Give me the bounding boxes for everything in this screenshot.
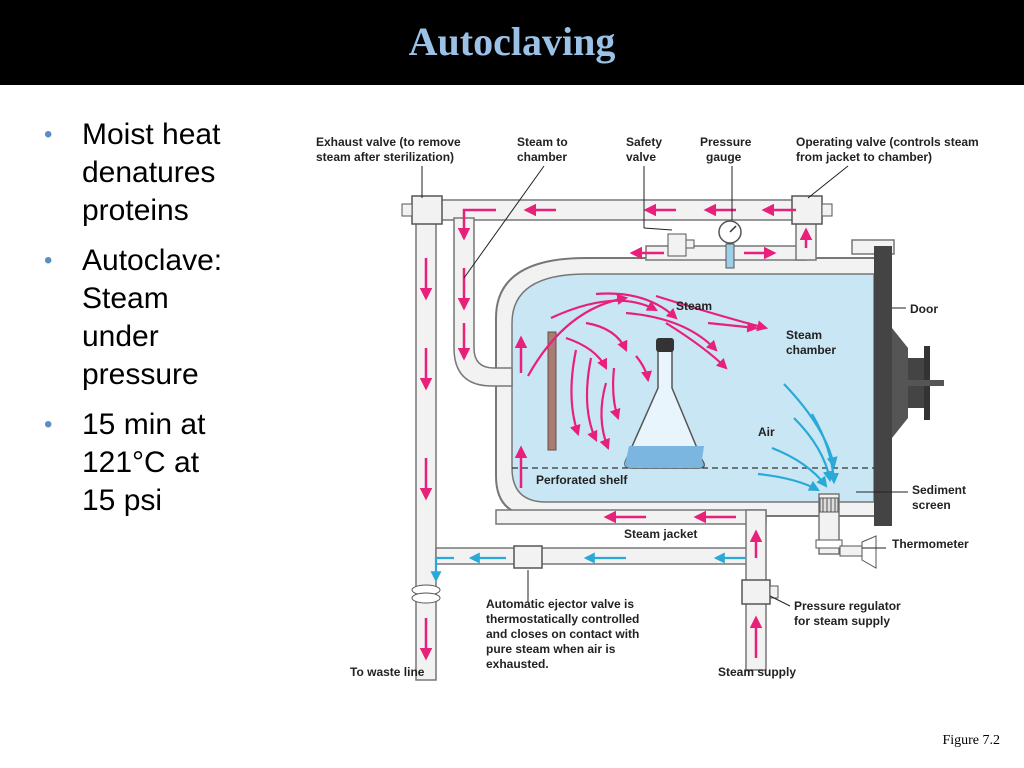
bullet-line: under — [82, 320, 159, 353]
waste-coupling-icon — [411, 584, 441, 604]
pressure-gauge-icon — [718, 220, 742, 269]
door-label: Door — [910, 302, 938, 316]
title-bar: Autoclaving — [0, 0, 1024, 85]
steam-supply-label: Steam supply — [718, 665, 796, 679]
to-waste-line-label: To waste line — [350, 665, 425, 679]
bullet-item: • Moist heat denatures proteins — [44, 116, 284, 230]
bullet-line: proteins — [82, 194, 189, 227]
steam-jacket-label: Steam jacket — [624, 527, 697, 541]
steam-flow-pipe-arrows — [419, 203, 813, 661]
bullet-line: pressure — [82, 358, 199, 391]
rack-bar — [547, 331, 557, 451]
operating-valve-icon — [791, 195, 833, 225]
bullet-line: Autoclave: — [82, 244, 223, 277]
air-label: Air — [758, 425, 775, 439]
bullet-item: • 15 min at 121°C at 15 psi — [44, 406, 284, 520]
figure-caption: Figure 7.2 — [942, 733, 1000, 748]
pressure-regulator-icon — [741, 579, 779, 605]
sediment-screen-icon — [819, 497, 839, 513]
steam-label: Steam — [676, 299, 712, 313]
bullet-line: 121°C at — [82, 446, 200, 479]
leader-lines — [421, 165, 908, 607]
bullet-line: Steam — [82, 282, 169, 315]
bullet-dot-icon: • — [44, 121, 53, 148]
bullet-dot-icon: • — [44, 247, 53, 274]
bullet-line: denatures — [82, 156, 216, 189]
bullet-item: • Autoclave: Steam under pressure — [44, 242, 284, 394]
door-icon — [874, 246, 944, 526]
safety-valve-icon — [667, 233, 695, 257]
bullet-line: Moist heat — [82, 118, 221, 151]
bullet-line: 15 min at — [82, 408, 206, 441]
ejector-valve-icon — [513, 545, 543, 569]
exhaust-valve-icon — [401, 195, 443, 225]
thermometer-icon — [815, 535, 877, 569]
steam-flow-chamber-arrows — [527, 292, 769, 451]
bullet-list: • Moist heat denatures proteins • Autocl… — [44, 116, 284, 532]
air-flow-arrows — [430, 383, 839, 583]
perforated-shelf-label: Perforated shelf — [536, 473, 628, 487]
bullet-line: 15 psi — [82, 484, 163, 517]
slide-title: Autoclaving — [408, 19, 616, 64]
thermometer-label: Thermometer — [892, 537, 969, 551]
flask-icon — [624, 338, 705, 469]
bullet-dot-icon: • — [44, 411, 53, 438]
